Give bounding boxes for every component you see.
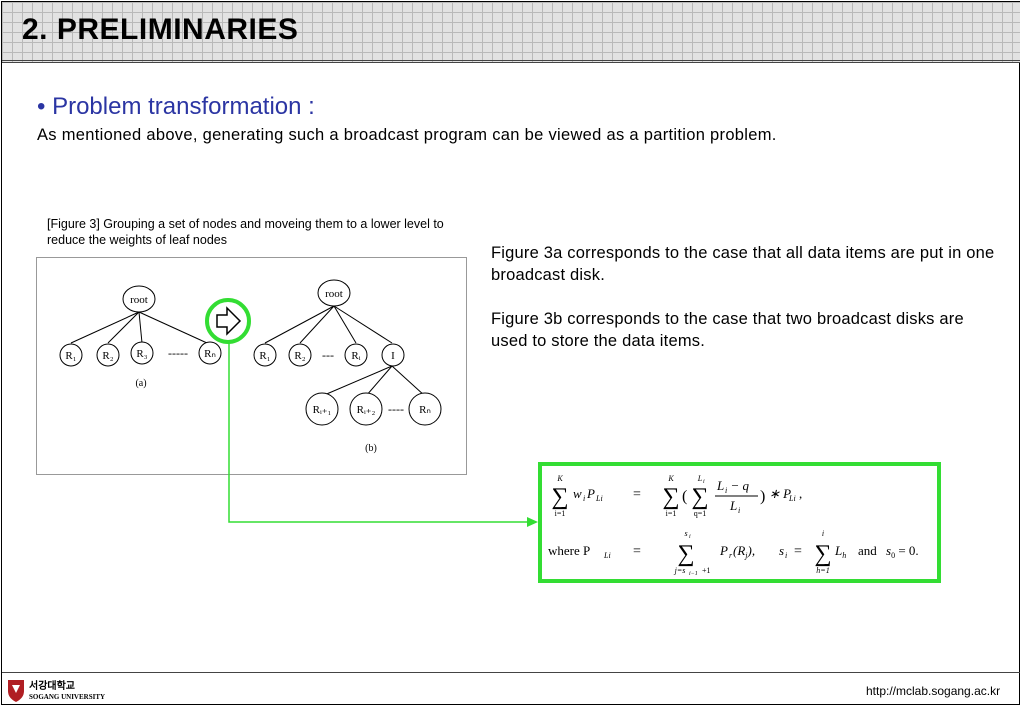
slide-title: 2. PRELIMINARIES [22,13,299,46]
paragraph-figure-3b: Figure 3b corresponds to the case that t… [491,308,996,352]
formula-subscript: i−1 [689,571,698,577]
formula-subscript: Li [788,494,796,503]
formula-paren: ) [760,488,765,505]
formula-sum-sign: ∑ [551,484,568,510]
formula-term: s0 = 0. [886,543,919,560]
formula-subscript: i [583,494,585,503]
formula-sum-sign: ∑ [677,541,694,567]
formula-and: and [858,543,877,558]
formula-sum-limit: L [697,474,703,483]
formula-fraction-num-rest: i − q [725,478,750,495]
formula-sum-limit: i [822,529,824,538]
logo-korean-text: 서강대학교 [29,679,75,692]
formula-term: (Rj), [733,543,755,560]
section-heading: • Problem transformation : [37,93,315,120]
formula-sum-limit: q=1 [694,509,707,518]
formula-equals: = [633,544,641,559]
formula-term: s [779,543,784,558]
formula-box: K ∑ i=1 w i P Li = K ∑ i=1 ( L i ∑ q=1 L… [538,462,941,583]
formula-term: P [719,543,728,558]
title-bar: 2. PRELIMINARIES [2,2,1020,63]
formula-term: w [573,486,582,501]
figure-caption-text: Grouping a set of nodes and moveing them… [47,217,444,247]
formula-sum-limit: j=s [674,566,686,575]
formula-subscript: i [689,534,691,540]
university-logo: 서강대학교 SOGANG UNIVERSITY [6,677,116,708]
paragraph-text: corresponds to the case that two broadca… [491,310,964,350]
figure-caption-tag: [Figure 3] [47,217,100,231]
formula-paren: ( [682,488,687,505]
formula-sum-limit: i=1 [666,509,677,518]
formula-sum-limit: +1 [702,566,711,575]
formula-subscript: i [703,479,705,485]
footer-url: http://mclab.sogang.ac.kr [866,684,1001,698]
formula-subscript: Li [603,551,611,560]
formula-subscript: i [738,506,740,515]
formula-fraction-num: L [716,478,724,493]
formula-term: ∗ P [769,486,791,501]
formula-sum-sign: ∑ [814,541,831,567]
paragraph-figure-3a: Figure 3a corresponds to the case that a… [491,242,996,286]
formula-equals: = [794,544,802,559]
formula-sum-limit: s [684,529,687,538]
paragraph-text: corresponds to the case that all data it… [491,244,995,284]
formula-sum-limit: h=1 [816,566,829,575]
paragraph-lead: Figure 3a [491,244,563,262]
logo-english-text: SOGANG UNIVERSITY [29,693,105,701]
paragraph-lead: Figure 3b [491,310,563,328]
intro-text: As mentioned above, generating such a br… [37,126,777,144]
university-shield-icon: 서강대학교 SOGANG UNIVERSITY [8,679,105,702]
formula-subscript: r [729,551,733,560]
figure-box [36,257,467,475]
formula-sum-sign: ∑ [691,484,708,510]
formula-sum-limit: K [556,474,563,483]
figure-caption: [Figure 3] Grouping a set of nodes and m… [47,216,467,248]
formula-svg: K ∑ i=1 w i P Li = K ∑ i=1 ( L i ∑ q=1 L… [548,474,919,577]
formula-sum-limit: K [667,474,674,483]
formula-sum-limit: i=1 [555,509,566,518]
formula-term: Lh [834,543,846,560]
formula-subscript: i [785,551,787,560]
formula-sum-sign: ∑ [662,484,679,510]
formula-comma: , [799,486,802,501]
footer-divider [2,672,1020,673]
formula-fraction-den: L [729,498,737,513]
formula-term: P [586,486,595,501]
formula-where: where P [548,543,590,558]
formula-equals: = [633,487,641,502]
formula-subscript: Li [595,494,603,503]
